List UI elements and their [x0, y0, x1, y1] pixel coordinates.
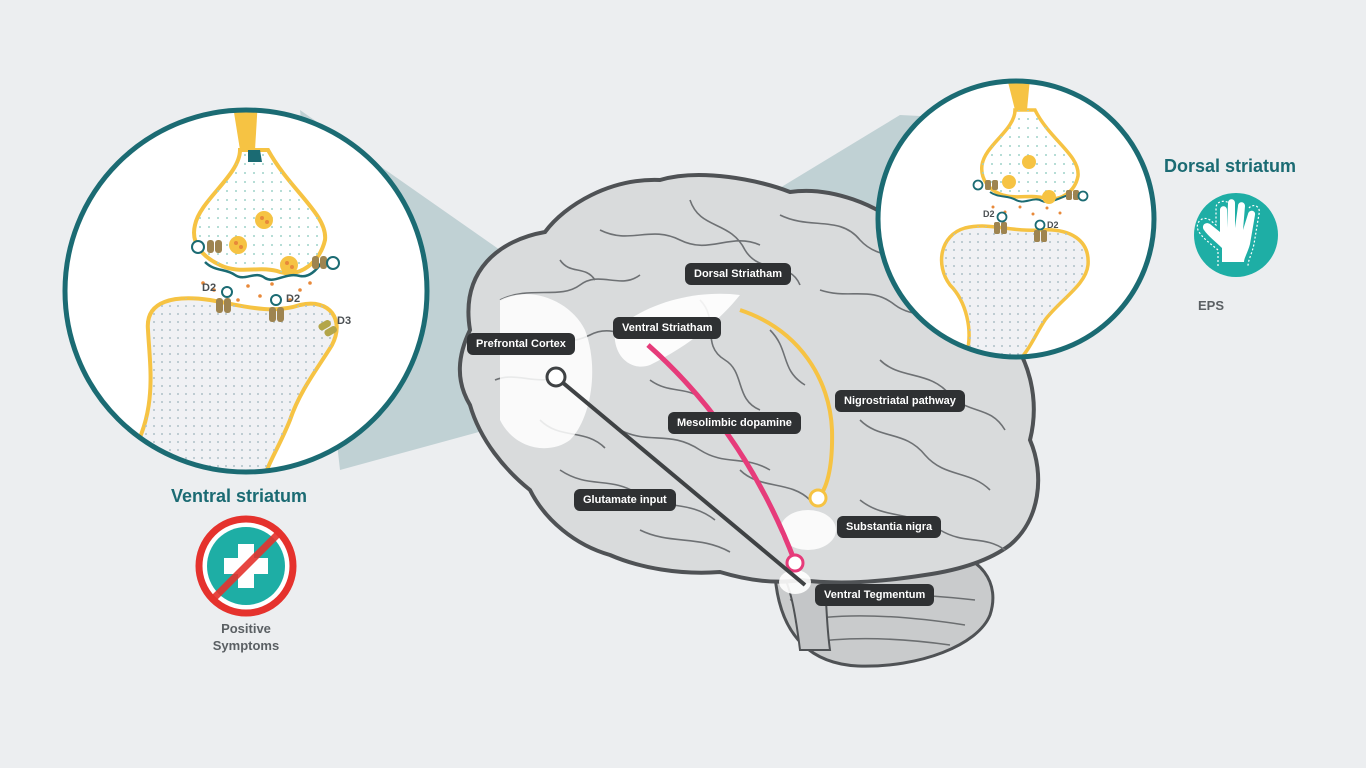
dorsal-striatum-title: Dorsal striatum — [1164, 156, 1297, 176]
ventral-receptor-label-3: D3 — [337, 315, 352, 327]
nigrostriatal-pathway-label: Nigrostriatal pathway — [835, 390, 965, 412]
ventral-tegmentum-label: Ventral Tegmentum — [815, 584, 935, 606]
glutamate-pathway-line — [554, 375, 807, 587]
ventral-synapse-panel — [62, 107, 430, 475]
nigrostriatal-pathway-line — [739, 308, 835, 500]
substantia-nigra-region — [780, 510, 836, 550]
mesolimbic-dopamine-label: Mesolimbic dopamine — [668, 412, 801, 434]
prefrontal-cortex-label: Prefrontal Cortex — [467, 333, 575, 355]
dorsal-synapse-panel — [875, 78, 1157, 360]
ventral-receptor-label-2: D2 — [286, 293, 301, 305]
substantia-nigra-node — [808, 488, 828, 508]
prefrontal-region — [500, 294, 593, 449]
positive-symptoms-line2: Symptoms — [212, 638, 280, 653]
dorsal-receptor-label-1: D2 — [983, 209, 995, 219]
ventral-tegmentum-region — [779, 570, 811, 594]
ventral-striatum-title: Ventral striatum — [171, 486, 308, 506]
ventral-tegmentum-node — [785, 553, 805, 573]
dorsal-striatham-label: Dorsal Striatham — [685, 263, 792, 285]
positive-symptoms-caption: Positive Symptoms — [196, 620, 296, 654]
mesolimbic-pathway-line — [646, 343, 798, 563]
substantia-nigra-label: Substantia nigra — [837, 516, 942, 538]
ventral-striatham-label: Ventral Striatham — [613, 317, 722, 339]
positive-symptoms-line1: Positive — [221, 621, 271, 636]
eps-caption: EPS — [1197, 298, 1224, 313]
tremor-hand-icon — [1194, 193, 1278, 277]
dorsal-receptor-label-2: D2 — [1047, 220, 1059, 230]
glutamate-input-label: Glutamate input — [574, 489, 676, 511]
ventral-receptor-label-1: D2 — [202, 282, 217, 294]
prefrontal-node — [545, 366, 567, 388]
prohibited-plus-icon — [195, 515, 297, 617]
